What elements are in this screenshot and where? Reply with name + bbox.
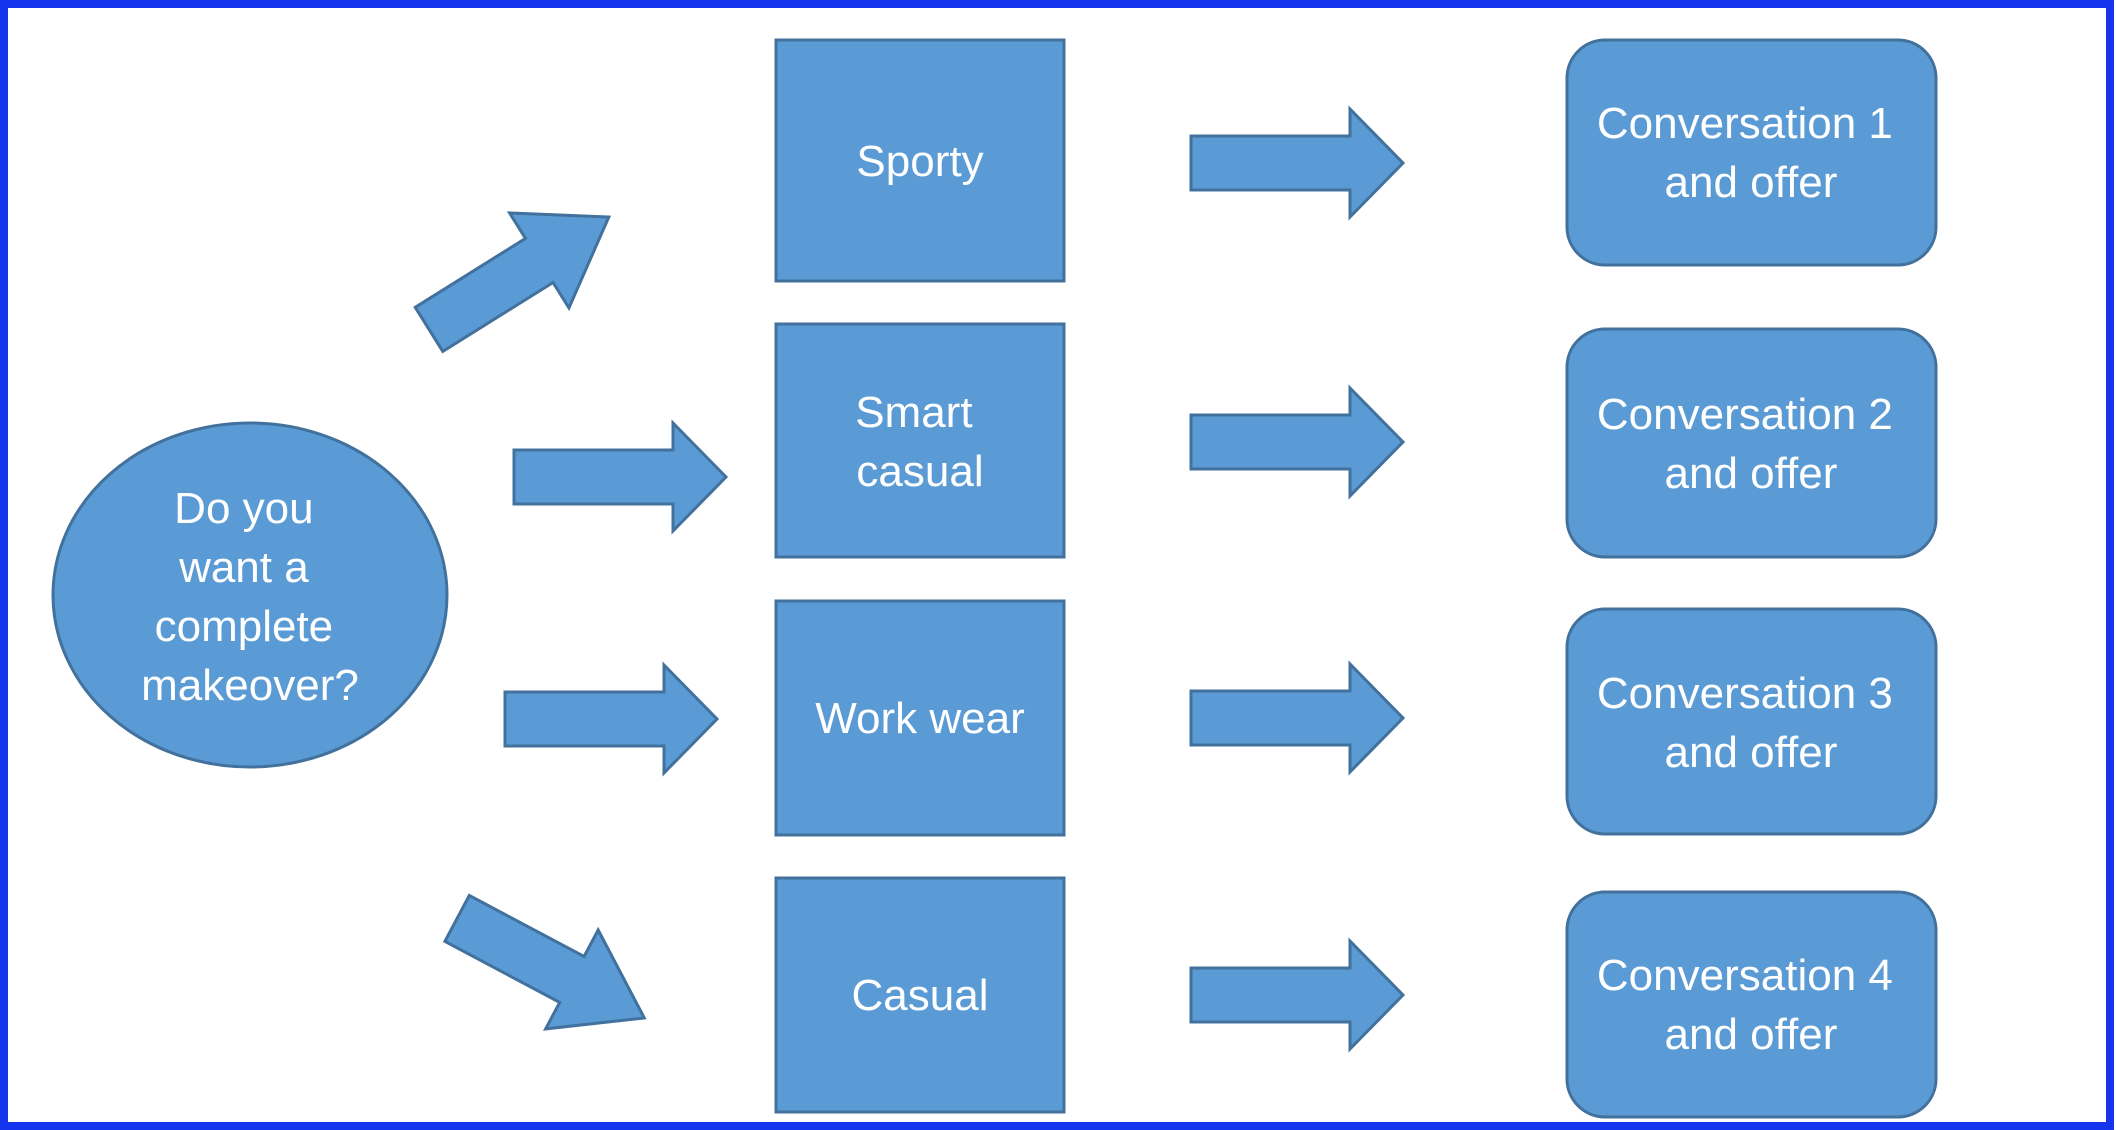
outcome-text-line: and offer	[1665, 728, 1838, 777]
arrow-to-sporty	[413, 211, 612, 354]
arrow-shape	[503, 661, 720, 777]
outcome-node-1: Conversation 1 and offer	[1565, 38, 1938, 267]
outcome-text-line: Conversation 3	[1597, 669, 1893, 718]
outcome-text-line: Conversation 2	[1597, 390, 1893, 439]
style-text-line: Work wear	[815, 694, 1024, 743]
style-text-line: Smart	[855, 388, 972, 437]
outcome-box	[1565, 38, 1938, 267]
style-text: Work wear	[815, 694, 1024, 743]
decision-node: Do you want a complete makeover?	[51, 421, 449, 769]
decision-text-line: want a	[178, 543, 309, 592]
decision-arrows	[413, 211, 729, 1031]
decision-text-line: Do you	[174, 484, 313, 533]
outcome-node-3: Conversation 3 and offer	[1565, 607, 1938, 836]
outcome-node-4: Conversation 4 and offer	[1565, 890, 1938, 1119]
arrow-shape	[413, 211, 612, 354]
outcome-text-line: Conversation 4	[1597, 951, 1893, 1000]
outcome-text-line: and offer	[1665, 158, 1838, 207]
arrow-shape	[1189, 937, 1406, 1053]
arrow-to-casual	[442, 893, 647, 1031]
arrow-shape	[1189, 105, 1406, 221]
arrow-to-conversation-1	[1189, 105, 1406, 221]
outcome-box	[1565, 327, 1938, 559]
style-box	[774, 322, 1066, 559]
style-text: Smart casual	[855, 388, 985, 496]
style-box	[774, 599, 1066, 837]
decision-text-line: makeover?	[141, 661, 359, 710]
outcome-text-line: and offer	[1665, 449, 1838, 498]
style-text-line: casual	[856, 447, 983, 496]
outcome-text: Conversation 3 and offer	[1597, 669, 1905, 777]
decision-text: Do you want a complete makeover?	[141, 484, 359, 710]
style-box	[774, 38, 1066, 283]
style-node-sporty: Sporty	[774, 38, 1066, 283]
outcome-box	[1565, 890, 1938, 1119]
style-node-casual: Casual	[774, 876, 1066, 1114]
decision-text-line: complete	[155, 602, 334, 651]
style-text: Sporty	[856, 137, 983, 186]
outcome-node-2: Conversation 2 and offer	[1565, 327, 1938, 559]
arrow-to-conversation-3	[1189, 660, 1406, 776]
arrow-shape	[1189, 660, 1406, 776]
outcome-arrows	[1189, 105, 1406, 1053]
outcome-text-line: Conversation 1	[1597, 99, 1893, 148]
outcome-text: Conversation 4 and offer	[1597, 951, 1905, 1059]
arrow-to-conversation-2	[1189, 384, 1406, 500]
arrow-shape	[442, 893, 647, 1031]
outcome-box	[1565, 607, 1938, 836]
style-text: Casual	[852, 971, 989, 1020]
style-node-smart-casual: Smart casual	[774, 322, 1066, 559]
arrow-shape	[1189, 384, 1406, 500]
outcome-text: Conversation 2 and offer	[1597, 390, 1905, 498]
outcome-text: Conversation 1 and offer	[1597, 99, 1905, 207]
arrow-shape	[512, 419, 729, 535]
style-node-work-wear: Work wear	[774, 599, 1066, 837]
arrow-to-smart-casual	[512, 419, 729, 535]
style-text-line: Sporty	[856, 137, 983, 186]
style-box	[774, 876, 1066, 1114]
decision-ellipse	[51, 421, 449, 769]
arrow-to-conversation-4	[1189, 937, 1406, 1053]
outcome-text-line: and offer	[1665, 1010, 1838, 1059]
arrow-to-work-wear	[503, 661, 720, 777]
style-text-line: Casual	[852, 971, 989, 1020]
